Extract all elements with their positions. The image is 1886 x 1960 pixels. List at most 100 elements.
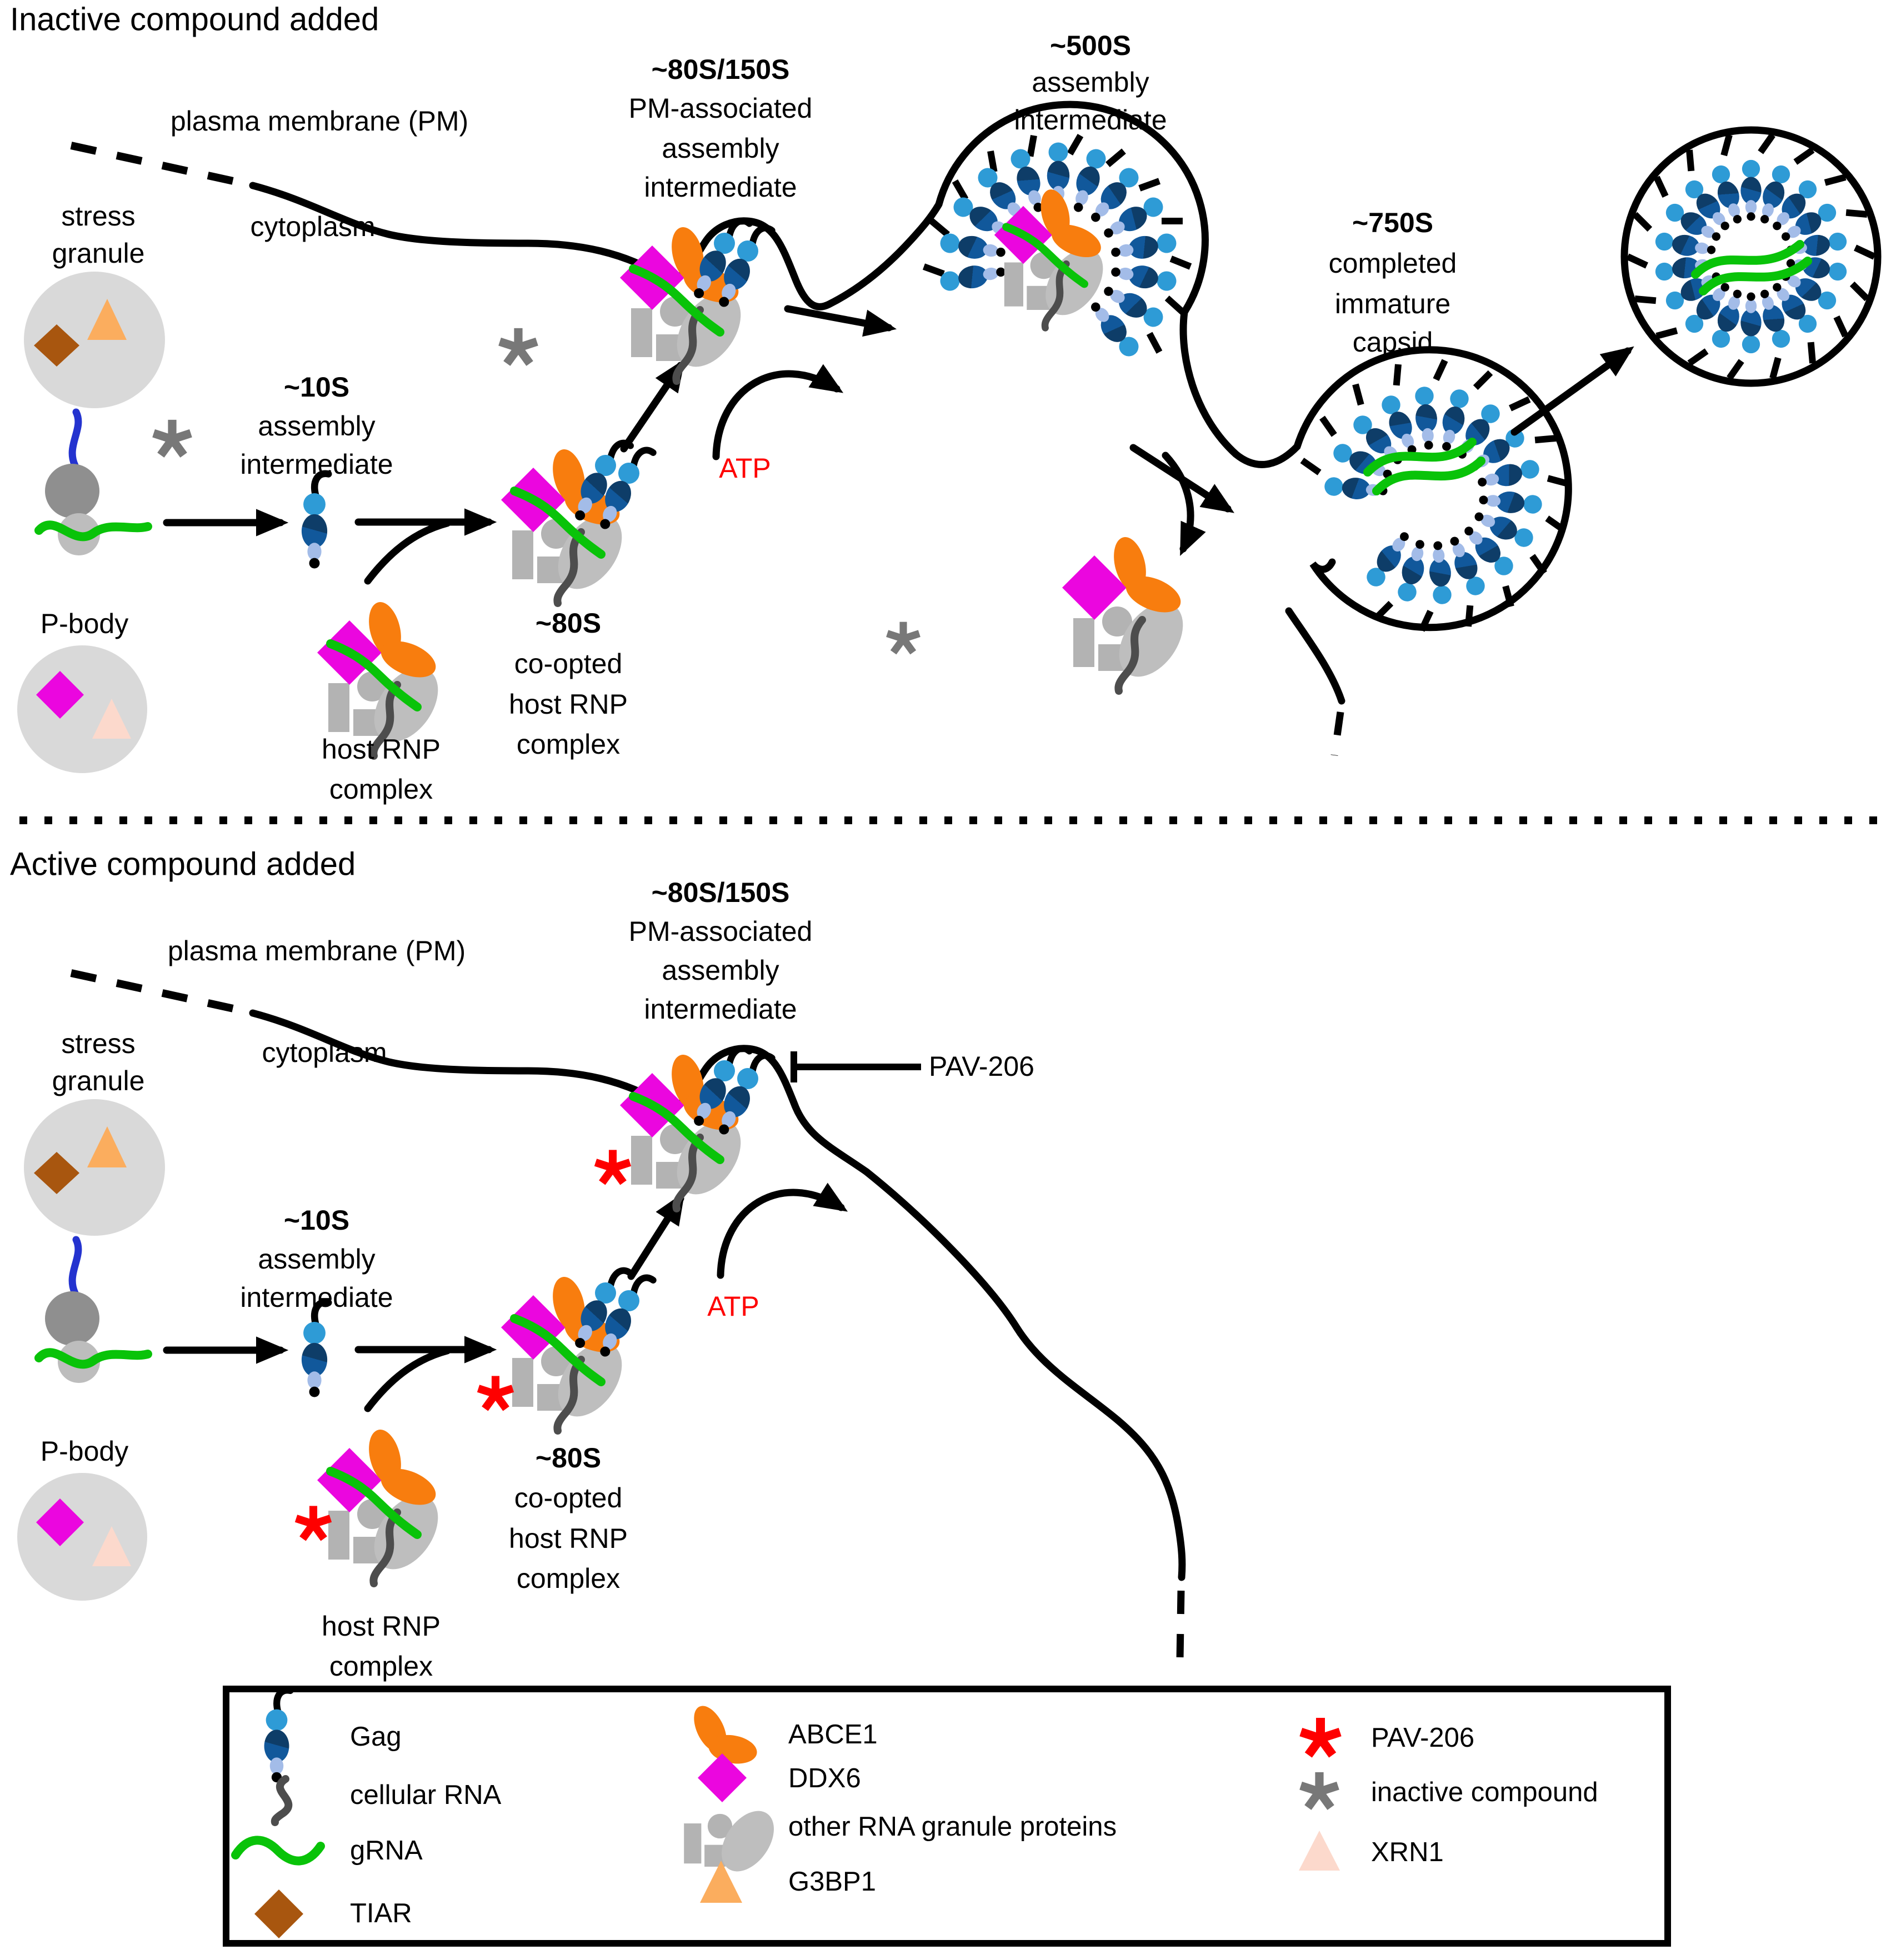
host-rnp-label-2: complex [329, 1651, 433, 1682]
s80-label-1: ~80S [536, 608, 601, 639]
s80150-label-1: ~80S/150S [652, 877, 790, 908]
legend-tiar-label: TIAR [350, 1898, 412, 1928]
legend-abce1-label: ABCE1 [788, 1720, 878, 1750]
host-rnp-label-1: host RNP [322, 1611, 441, 1642]
arrow-atp-cycle [717, 1182, 848, 1279]
top-panel-title: Inactive compound added [10, 2, 379, 38]
g3bp1-icon [87, 299, 127, 340]
arrow-branch-hostrnp [364, 1347, 451, 1412]
ddx6-icon [36, 1498, 84, 1546]
s80-label-3: host RNP [509, 1523, 628, 1554]
pav206-bound-icon [594, 1150, 632, 1185]
s80150-label-2: PM-associated [629, 93, 813, 124]
stress-granule-label-2: granule [52, 1065, 145, 1096]
stress-granule: stress granule [24, 1028, 165, 1236]
top-panel: Inactive compound added plasma membrane … [10, 2, 1882, 805]
p-body: P-body [17, 1436, 147, 1601]
legend-gag-label: Gag [350, 1722, 402, 1752]
gag-subunit-icon [1109, 230, 1178, 264]
s80150-label-3: assembly [662, 955, 779, 986]
stress-granule-label-2: granule [52, 238, 145, 269]
s80150-label-1: ~80S/150S [652, 54, 790, 85]
s10-label-2: assembly [258, 410, 375, 442]
legend-g3bp1-label: G3BP1 [788, 1867, 876, 1897]
s80150-label-2: PM-associated [629, 916, 813, 947]
pav206-bound-icon [294, 1506, 332, 1541]
bottom-panel: Active compound added plasma membrane (P… [10, 846, 1186, 1682]
gag-10s-icon [302, 474, 328, 569]
gag-subunit-icon [1740, 292, 1762, 354]
legend-inactive-label: inactive compound [1371, 1777, 1598, 1807]
grna-icon [34, 520, 152, 542]
s750-label-2: completed [1329, 248, 1457, 279]
s500-label-1: ~500S [1050, 30, 1131, 61]
xrn1-icon [1299, 1831, 1340, 1871]
cellular-rna-icon [271, 1775, 293, 1826]
arrow-80s-to-pm [620, 359, 686, 453]
nascent-chain-icon [68, 408, 82, 469]
pm-associated-complex [620, 1039, 772, 1209]
inactive-compound-icon [886, 621, 921, 655]
gag-10s-icon [302, 1302, 328, 1397]
p-body-label: P-body [41, 608, 128, 639]
grna-in-750s [1363, 438, 1485, 495]
gag-subunit-icon [1413, 385, 1440, 451]
grna-icon [231, 1836, 325, 1866]
arrow-750s-to-capsid [1510, 346, 1634, 436]
p-body-body [17, 645, 147, 773]
gag-subunit-icon [1109, 260, 1178, 294]
s80-label-4: complex [517, 729, 620, 760]
plasma-membrane-label: plasma membrane (PM) [168, 935, 466, 966]
plasma-membrane-label: plasma membrane (PM) [171, 106, 468, 137]
s750-label-4: capsid [1353, 327, 1433, 358]
arrow-branch-hostrnp [364, 519, 451, 585]
atp-label: ATP [719, 453, 771, 484]
xrn1-icon [92, 699, 131, 739]
gag-lattice-750s [1323, 385, 1543, 605]
s80-label-3: host RNP [509, 689, 628, 720]
ddx6-icon [698, 1753, 747, 1802]
membrane-tail-dashed [1176, 1590, 1185, 1660]
stress-granule-label-1: stress [61, 200, 135, 232]
host-rnp-complex [317, 599, 451, 756]
legend-box [223, 1686, 1671, 1947]
legend-other-label: other RNA granule proteins [788, 1812, 1117, 1842]
legend-xrn1-label: XRN1 [1371, 1837, 1444, 1867]
legend-cellular-rna-label: cellular RNA [350, 1780, 502, 1810]
xrn1-icon [92, 1526, 131, 1566]
s80-label-4: complex [517, 1563, 620, 1594]
pm-associated-complex [620, 212, 772, 381]
s10-label-2: assembly [258, 1244, 375, 1275]
legend-grna-label: gRNA [350, 1836, 423, 1866]
host-rnp-label-1: host RNP [322, 734, 441, 765]
p-body: P-body [17, 608, 147, 773]
s500-label-3: intermediate [1014, 104, 1167, 136]
pav206-inhibition: PAV-206 [791, 1051, 1034, 1082]
legend: Gag cellular RNA gRNA TIAR ABCE1 DDX6 ot… [223, 1686, 1671, 1947]
plasma-membrane-dashed [70, 142, 252, 189]
gag-subunit-icon [1427, 540, 1454, 605]
ribosome-large-subunit-icon [45, 464, 99, 518]
co-opted-80s-complex [501, 434, 653, 603]
p-body-label: P-body [41, 1436, 128, 1467]
released-host-complex [1062, 534, 1196, 691]
g3bp1-icon [700, 1861, 742, 1903]
inactive-compound-icon [498, 328, 538, 366]
s80-label-2: co-opted [514, 648, 623, 679]
s80150-label-4: intermediate [644, 994, 797, 1025]
s500-label-2: assembly [1032, 67, 1149, 98]
plasma-membrane-line [249, 101, 1572, 705]
legend-pav206-label: PAV-206 [1371, 1723, 1474, 1753]
gag-translation-complex [34, 1236, 152, 1383]
pav206-label: PAV-206 [929, 1051, 1034, 1082]
gag-subunit-icon [938, 260, 1008, 294]
s750-label-1: ~750S [1352, 207, 1433, 238]
gag-subunit-icon [1740, 159, 1762, 221]
nascent-chain-icon [68, 1236, 82, 1297]
s80150-label-3: assembly [662, 133, 779, 164]
s10-label-1: ~10S [284, 372, 349, 403]
s10-label-1: ~10S [284, 1205, 349, 1236]
arrow-atp-cycle [712, 364, 844, 460]
atp-label: ATP [707, 1291, 759, 1322]
